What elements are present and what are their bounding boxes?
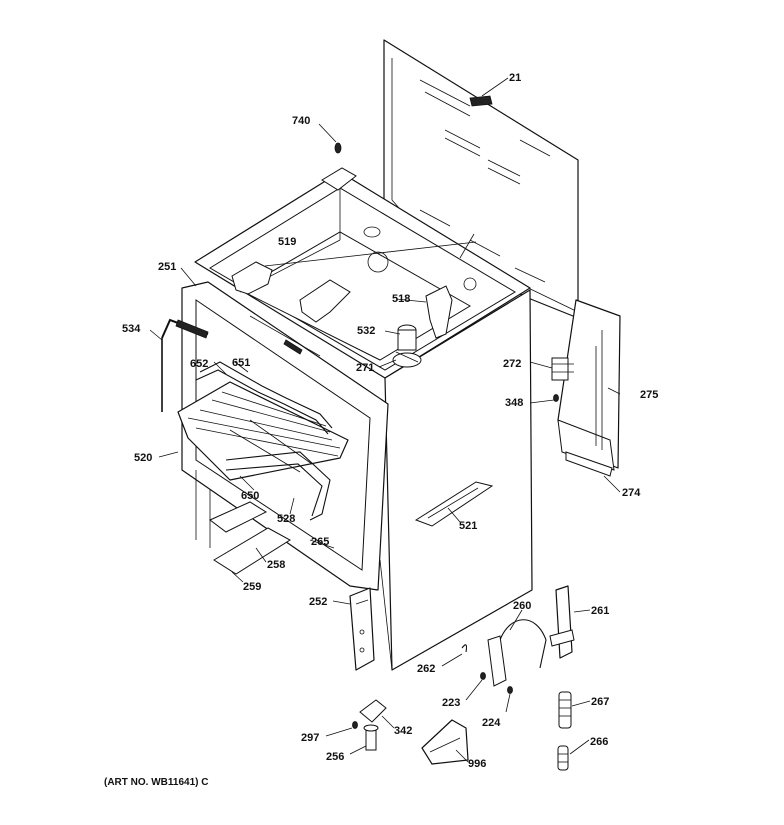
- callout-528: 528: [277, 513, 295, 525]
- leveler-256: [363, 724, 379, 751]
- callout-518: 518: [392, 293, 410, 305]
- callout-534: 534: [122, 323, 141, 335]
- callout-521: 521: [459, 520, 477, 532]
- callout-267: 267: [591, 696, 609, 708]
- callout-275: 275: [640, 389, 658, 401]
- bake-element: [225, 451, 331, 521]
- callout-21: 21: [509, 72, 521, 84]
- callout-258: 258: [267, 559, 285, 571]
- callout-252: 252: [309, 596, 327, 608]
- callout-297: 297: [301, 732, 319, 744]
- callout-650: 650: [241, 490, 259, 502]
- screw-297: [352, 721, 358, 729]
- screw-224: [507, 686, 513, 694]
- callout-272: 272: [503, 358, 521, 370]
- callout-652: 652: [190, 358, 208, 370]
- callout-261: 261: [591, 605, 609, 617]
- oven-rack: [177, 381, 349, 481]
- callout-224: 224: [482, 717, 501, 729]
- spring-266: [557, 745, 569, 771]
- bracket-519: [231, 261, 273, 295]
- lower-bracket: [195, 470, 291, 575]
- callout-651: 651: [232, 357, 250, 369]
- screw-348: [553, 394, 559, 402]
- hinge-261: [549, 585, 575, 659]
- hinge-252: [349, 587, 375, 671]
- bracket-518: [425, 285, 453, 339]
- thermostat-532: [392, 324, 422, 368]
- callout-256: 256: [326, 751, 344, 763]
- callout-271: 271: [356, 362, 374, 374]
- callout-740: 740: [292, 115, 310, 127]
- callout-342: 342: [394, 725, 412, 737]
- callout-260: 260: [513, 600, 531, 612]
- callout-labels: 21 740 519 251 518 534 532 652 651 271 2…: [122, 72, 658, 770]
- callout-223: 223: [442, 697, 460, 709]
- side-panel: [557, 299, 621, 477]
- callout-348: 348: [505, 397, 523, 409]
- terminal-block-272: [551, 357, 574, 381]
- hinge-receiver-260: [487, 619, 547, 687]
- callout-259: 259: [243, 581, 261, 593]
- screw-740: [334, 142, 342, 154]
- leveler-bracket-342: [359, 699, 387, 723]
- callout-519: 519: [278, 236, 296, 248]
- art-number-label: (ART NO. WB11641) C: [104, 777, 209, 788]
- bracket-996: [421, 719, 469, 765]
- spring-267: [558, 691, 572, 729]
- callout-251: 251: [158, 261, 176, 273]
- callout-262: 262: [417, 663, 435, 675]
- leader-lines: [149, 77, 621, 763]
- callout-274: 274: [622, 487, 641, 499]
- callout-266: 266: [590, 736, 608, 748]
- callout-520: 520: [134, 452, 152, 464]
- callout-265: 265: [311, 536, 329, 548]
- broil-element: [195, 361, 333, 435]
- callout-996: 996: [468, 758, 486, 770]
- clip-262: [461, 644, 468, 653]
- screw-223: [480, 672, 486, 680]
- oven-gasket: [161, 318, 209, 412]
- callout-532: 532: [357, 325, 375, 337]
